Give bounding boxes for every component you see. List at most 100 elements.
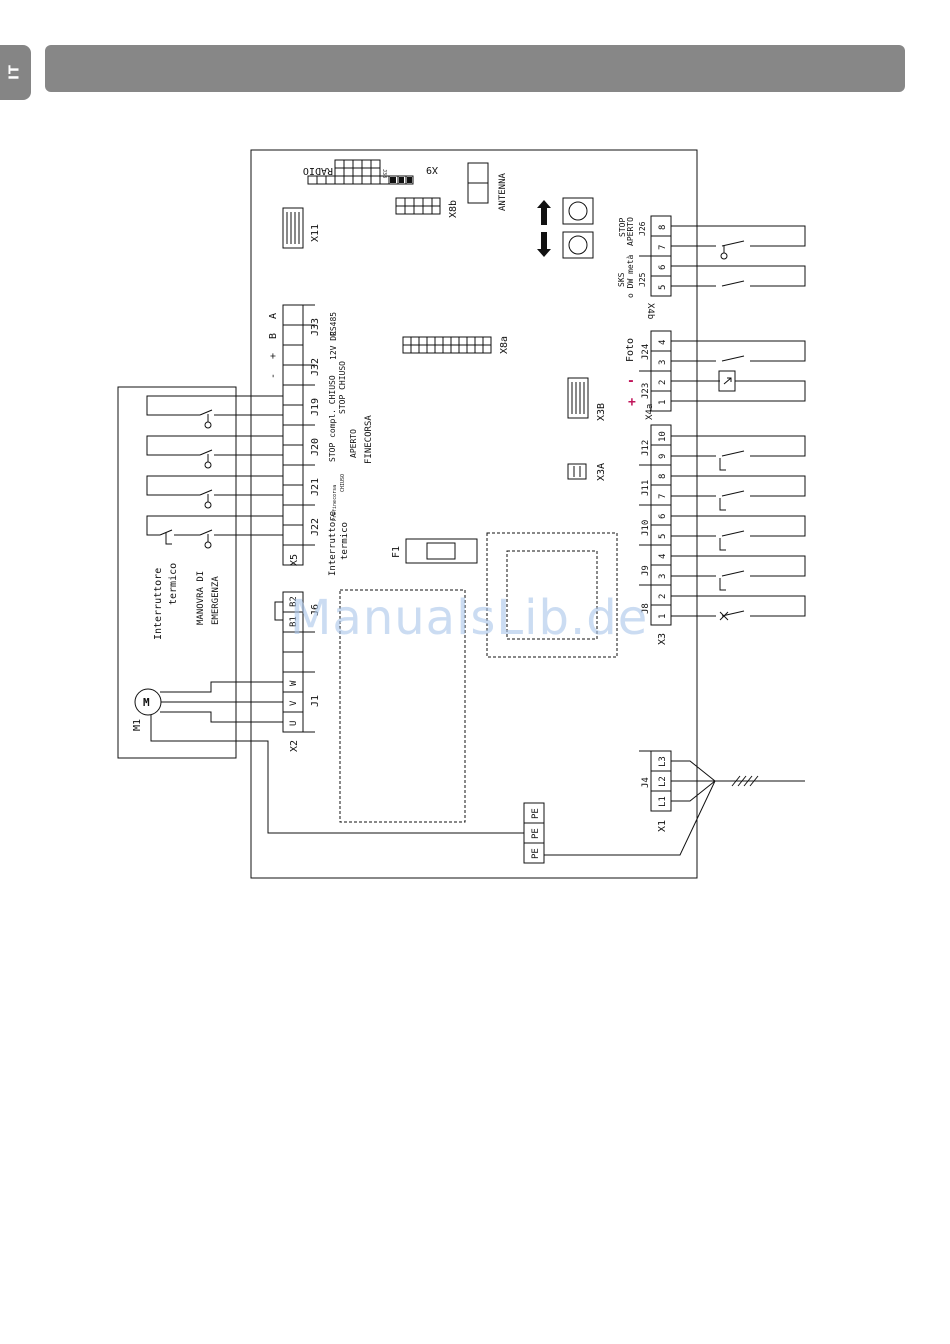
label-stop-chiuso: STOP CHIUSO <box>338 361 347 414</box>
x3-pin-9: 9 <box>658 454 668 459</box>
label-j8: J8 <box>641 603 651 614</box>
label-emergenza: EMERGENZA <box>211 576 221 625</box>
language-tab: IT <box>0 45 31 100</box>
x3-pin-1: 1 <box>658 614 668 619</box>
label-rs485: RS485 <box>329 312 338 336</box>
pin-plus: + <box>268 353 279 359</box>
label-j6: J6 <box>310 604 321 616</box>
x3b-dip-switch <box>567 377 589 419</box>
label-finecorsa: FINECORSA <box>364 415 374 464</box>
motor-letter: M <box>143 696 150 709</box>
label-foto: Foto <box>625 338 636 362</box>
x11-dip-switch <box>282 207 304 249</box>
emergency-switch-knobs <box>204 414 212 549</box>
label-j1: J1 <box>310 695 321 707</box>
label-radio: RADIO <box>303 165 333 176</box>
board-outline <box>250 149 698 879</box>
label-aperto-right: APERTO <box>626 217 635 246</box>
right-switch-wiring <box>671 225 806 617</box>
label-x3b: X3B <box>596 403 607 421</box>
label-minus-red: - <box>627 374 635 389</box>
antenna-connector <box>467 162 489 204</box>
x8a-connector <box>402 336 492 354</box>
pin-l3: L3 <box>658 756 668 767</box>
pin-5: 5 <box>658 285 668 290</box>
pin-l1: L1 <box>658 796 668 807</box>
x3-pin-2: 2 <box>658 594 668 599</box>
x3-pin-5: 5 <box>658 534 668 539</box>
label-x8a: X8a <box>499 336 510 354</box>
x3-pin-4: 4 <box>658 554 668 559</box>
label-j38: J38 <box>381 169 387 178</box>
label-j9: J9 <box>641 565 651 576</box>
label-prefinecorsa: Prefinecorsa <box>332 485 338 521</box>
label-antenna: ANTENNA <box>498 172 508 211</box>
label-termico-board: termico <box>340 522 350 560</box>
label-j19: J19 <box>310 398 321 416</box>
close-button <box>562 231 594 259</box>
pin-b1: B1 <box>289 616 299 627</box>
label-j10: J10 <box>641 520 651 536</box>
label-j4: J4 <box>641 777 651 788</box>
label-x5: X5 <box>289 554 300 566</box>
label-interruttore-board: Interruttore <box>328 511 338 576</box>
label-j20: J20 <box>310 438 321 456</box>
label-x4b: X4b <box>645 303 655 319</box>
label-x3a: X3A <box>596 463 607 481</box>
x8b-connector <box>395 197 441 215</box>
x3-terminal-strip <box>639 424 672 626</box>
label-x1: X1 <box>657 820 668 832</box>
label-termico-ext: termico <box>168 563 179 605</box>
up-arrow-icon <box>537 200 551 225</box>
j1-terminal-strip <box>274 591 315 733</box>
label-j33: J33 <box>310 318 321 336</box>
motor-wiring <box>150 681 716 856</box>
label-x9: X9 <box>426 164 438 175</box>
open-button <box>562 197 594 225</box>
open-button-knob <box>568 201 588 221</box>
photocell-arrow-icon <box>723 377 732 385</box>
mains-wiring <box>671 760 805 802</box>
label-12vdc: 12V DC <box>329 331 338 360</box>
pin-a: A <box>268 313 279 319</box>
x9-connector <box>307 159 414 185</box>
pin-6: 6 <box>658 265 668 270</box>
pin-b: B <box>268 333 279 339</box>
label-j22: J22 <box>310 518 321 536</box>
x3a-jumper <box>567 463 587 480</box>
label-j12: J12 <box>641 440 651 456</box>
x3b-dip-levers <box>571 382 585 414</box>
label-interruttore-ext: Interruttore <box>153 568 164 640</box>
down-arrow-icon <box>537 232 551 257</box>
motor-housing <box>117 386 237 759</box>
label-x4a: X4a <box>645 404 655 420</box>
label-sks: SKS <box>617 272 626 287</box>
x3-pin-7: 7 <box>658 494 668 499</box>
transformer-core <box>506 550 598 640</box>
label-j32: J32 <box>310 358 321 376</box>
label-x11: X11 <box>310 224 321 242</box>
label-f1: F1 <box>391 546 402 558</box>
label-stop-compl: STOP compl. CHIUSO <box>328 375 337 462</box>
label-j25: J25 <box>638 272 647 287</box>
x4b-terminal-strip <box>639 215 672 297</box>
pin-8: 8 <box>658 225 668 230</box>
label-dw: o DW metà <box>626 254 635 298</box>
x5-terminal-strip <box>282 304 315 566</box>
label-j23: J23 <box>641 383 651 399</box>
label-chiuso-small: CHIUSO <box>340 474 346 492</box>
label-x3: X3 <box>657 633 668 645</box>
pin-u: U <box>289 721 299 726</box>
pin-pe-1: PE <box>531 808 541 819</box>
watermark: ManualsLib.de <box>290 590 649 646</box>
x3-pin-6: 6 <box>658 514 668 519</box>
label-j21: J21 <box>310 478 321 496</box>
close-button-knob <box>568 235 588 255</box>
label-x2: X2 <box>289 740 300 752</box>
pin-pe-3: PE <box>531 848 541 859</box>
x4a-terminal-strip <box>639 330 672 412</box>
right-switch-knobs <box>718 245 736 621</box>
pin-7: 7 <box>658 245 668 250</box>
x3-pin-3: 3 <box>658 574 668 579</box>
